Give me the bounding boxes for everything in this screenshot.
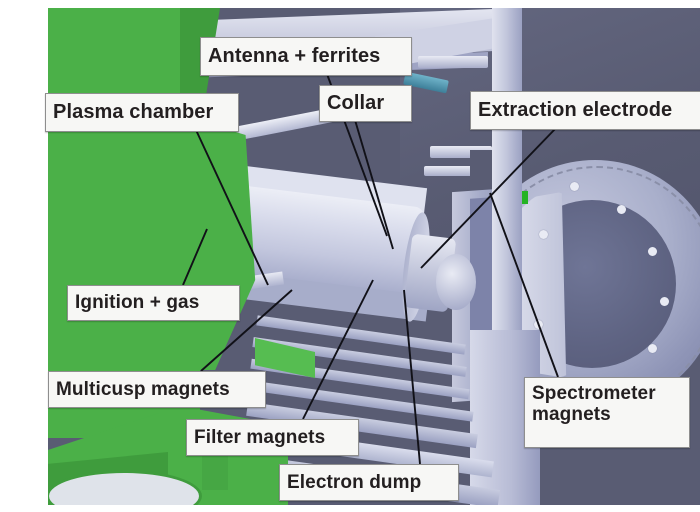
callout-label-spectrometer-magnets-line-2: magnets bbox=[532, 404, 611, 426]
callout-filter-magnets[interactable]: Filter magnets bbox=[186, 419, 359, 456]
callout-electron-dump[interactable]: Electron dump bbox=[279, 464, 459, 501]
figure-margin-left bbox=[0, 0, 48, 512]
flange-bolt bbox=[570, 182, 579, 191]
callout-label-extraction-electrode: Extraction electrode bbox=[478, 99, 673, 122]
green-cut-plane-wall bbox=[48, 8, 200, 438]
callout-label-multicusp-magnets: Multicusp magnets bbox=[56, 378, 230, 400]
callout-ignition-gas[interactable]: Ignition + gas bbox=[67, 285, 240, 321]
callout-label-electron-dump: Electron dump bbox=[287, 471, 422, 493]
flange-bolt bbox=[617, 205, 626, 214]
flange-bolt bbox=[648, 344, 657, 353]
flange-bolt bbox=[648, 247, 657, 256]
callout-extraction-electrode[interactable]: Extraction electrode bbox=[470, 91, 700, 130]
callout-label-collar: Collar bbox=[327, 92, 385, 115]
extraction-aperture bbox=[436, 254, 476, 310]
callout-collar[interactable]: Collar bbox=[319, 85, 412, 122]
flange-bolt bbox=[660, 297, 669, 306]
hardware-bar-upper bbox=[418, 56, 488, 68]
callout-label-filter-magnets: Filter magnets bbox=[194, 426, 326, 448]
flange-bolt bbox=[539, 230, 548, 239]
flange-bolt bbox=[534, 320, 543, 329]
support-pillar bbox=[492, 8, 522, 338]
callout-label-antenna-ferrites: Antenna + ferrites bbox=[208, 45, 381, 68]
figure-margin-bottom bbox=[0, 505, 700, 512]
callout-antenna-ferrites[interactable]: Antenna + ferrites bbox=[200, 37, 412, 76]
callout-label-plasma-chamber: Plasma chamber bbox=[53, 101, 214, 124]
callout-multicusp-magnets[interactable]: Multicusp magnets bbox=[48, 371, 266, 408]
callout-label-ignition-gas: Ignition + gas bbox=[75, 292, 200, 314]
callout-plasma-chamber[interactable]: Plasma chamber bbox=[45, 93, 239, 132]
callout-label-spectrometer-magnets-line-1: Spectrometer bbox=[532, 383, 656, 404]
figure-margin-top bbox=[0, 0, 700, 8]
